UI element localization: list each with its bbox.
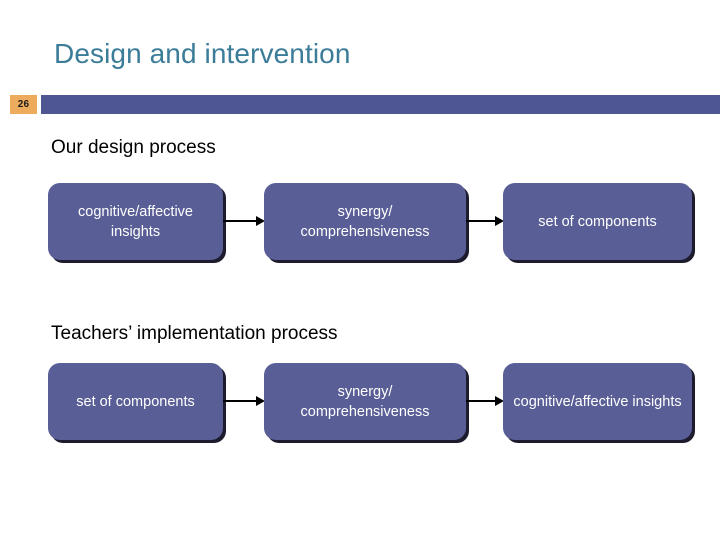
section-heading-design-process: Our design process — [51, 137, 216, 158]
process-box-design-step-1: cognitive/affective insights — [48, 183, 223, 260]
process-box-implementation-step-1: set of components — [48, 363, 223, 440]
section-heading-teachers-implementation-process: Teachers’ implementation process — [51, 323, 338, 344]
process-box-design-step-3: set of components — [503, 183, 692, 260]
process-box-design-step-2: synergy/ comprehensiveness — [264, 183, 466, 260]
process-box-implementation-step-3: cognitive/affective insights — [503, 363, 692, 440]
process-box-label: set of components — [76, 393, 195, 410]
right-arrow-icon — [466, 395, 504, 407]
process-box-label: synergy/ comprehensiveness — [300, 383, 430, 420]
process-box-label: set of components — [538, 213, 657, 230]
process-box-implementation-step-2: synergy/ comprehensiveness — [264, 363, 466, 440]
right-arrow-icon — [466, 215, 504, 227]
right-arrow-icon — [223, 215, 265, 227]
slide-title: Design and intervention — [54, 38, 351, 69]
slide-number-badge: 26 — [10, 95, 37, 114]
process-box-label: cognitive/affective insights — [78, 203, 193, 240]
process-box-label: cognitive/affective insights — [513, 393, 682, 410]
process-box-label: synergy/ comprehensiveness — [300, 203, 430, 240]
right-arrow-icon — [223, 395, 265, 407]
header-band — [41, 95, 720, 114]
